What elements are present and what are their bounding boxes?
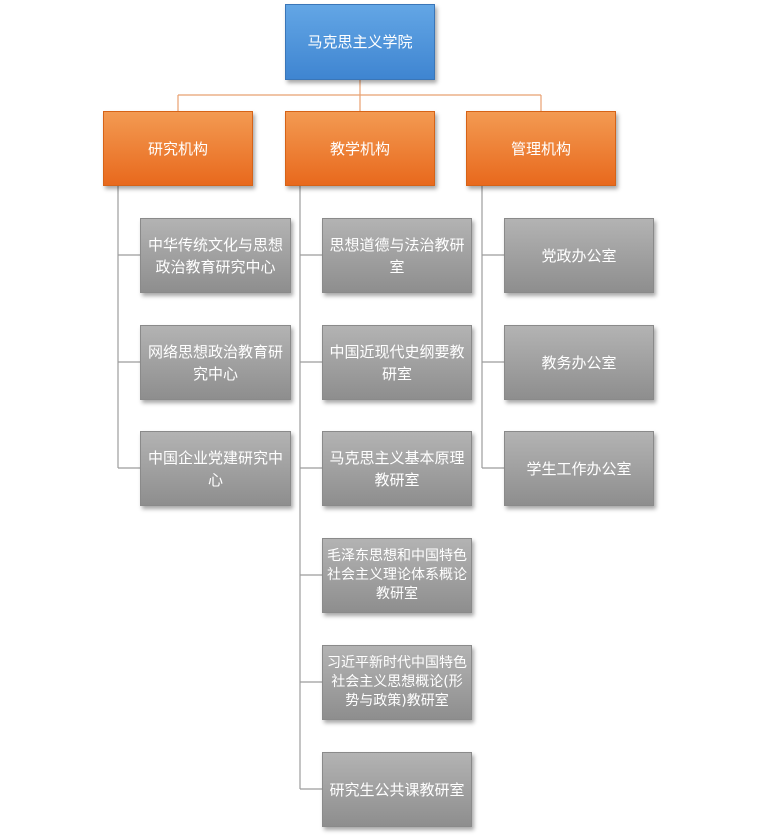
category-research: 研究机构 [103,111,253,186]
teaching-unit: 马克思主义基本原理教研室 [322,431,472,506]
research-unit-label: 中国企业党建研究中心 [147,448,283,489]
research-unit: 网络思想政治教育研究中心 [140,325,291,400]
management-unit-label: 学生工作办公室 [526,459,632,478]
teaching-unit: 习近平新时代中国特色社会主义思想概论(形势与政策)教研室 [322,645,472,720]
management-unit-label: 党政办公室 [541,246,617,265]
management-unit: 教务办公室 [504,325,654,400]
research-unit: 中华传统文化与思想政治教育研究中心 [140,218,291,293]
research-unit-label: 中华传统文化与思想政治教育研究中心 [147,235,283,276]
teaching-unit: 中国近现代史纲要教研室 [322,325,472,400]
research-unit: 中国企业党建研究中心 [140,431,291,506]
teaching-unit-label: 思想道德与法治教研室 [329,235,465,276]
category-research-label: 研究机构 [147,139,208,158]
category-teaching: 教学机构 [285,111,435,186]
root-node: 马克思主义学院 [285,4,435,80]
teaching-unit-label: 习近平新时代中国特色社会主义思想概论(形势与政策)教研室 [327,655,467,709]
teaching-unit-label: 马克思主义基本原理教研室 [329,448,465,489]
teaching-unit: 研究生公共课教研室 [322,752,472,827]
teaching-unit-label: 毛泽东思想和中国特色社会主义理论体系概论教研室 [327,548,467,602]
teaching-unit-label: 中国近现代史纲要教研室 [329,342,465,383]
teaching-unit: 思想道德与法治教研室 [322,218,472,293]
category-teaching-label: 教学机构 [329,139,390,158]
management-unit: 党政办公室 [504,218,654,293]
research-unit-label: 网络思想政治教育研究中心 [147,342,283,383]
management-unit: 学生工作办公室 [504,431,654,506]
category-management-label: 管理机构 [510,139,571,158]
teaching-unit: 毛泽东思想和中国特色社会主义理论体系概论教研室 [322,538,472,613]
management-unit-label: 教务办公室 [541,353,617,372]
root-label: 马克思主义学院 [307,33,413,51]
teaching-unit-label: 研究生公共课教研室 [329,780,465,799]
category-management: 管理机构 [466,111,616,186]
